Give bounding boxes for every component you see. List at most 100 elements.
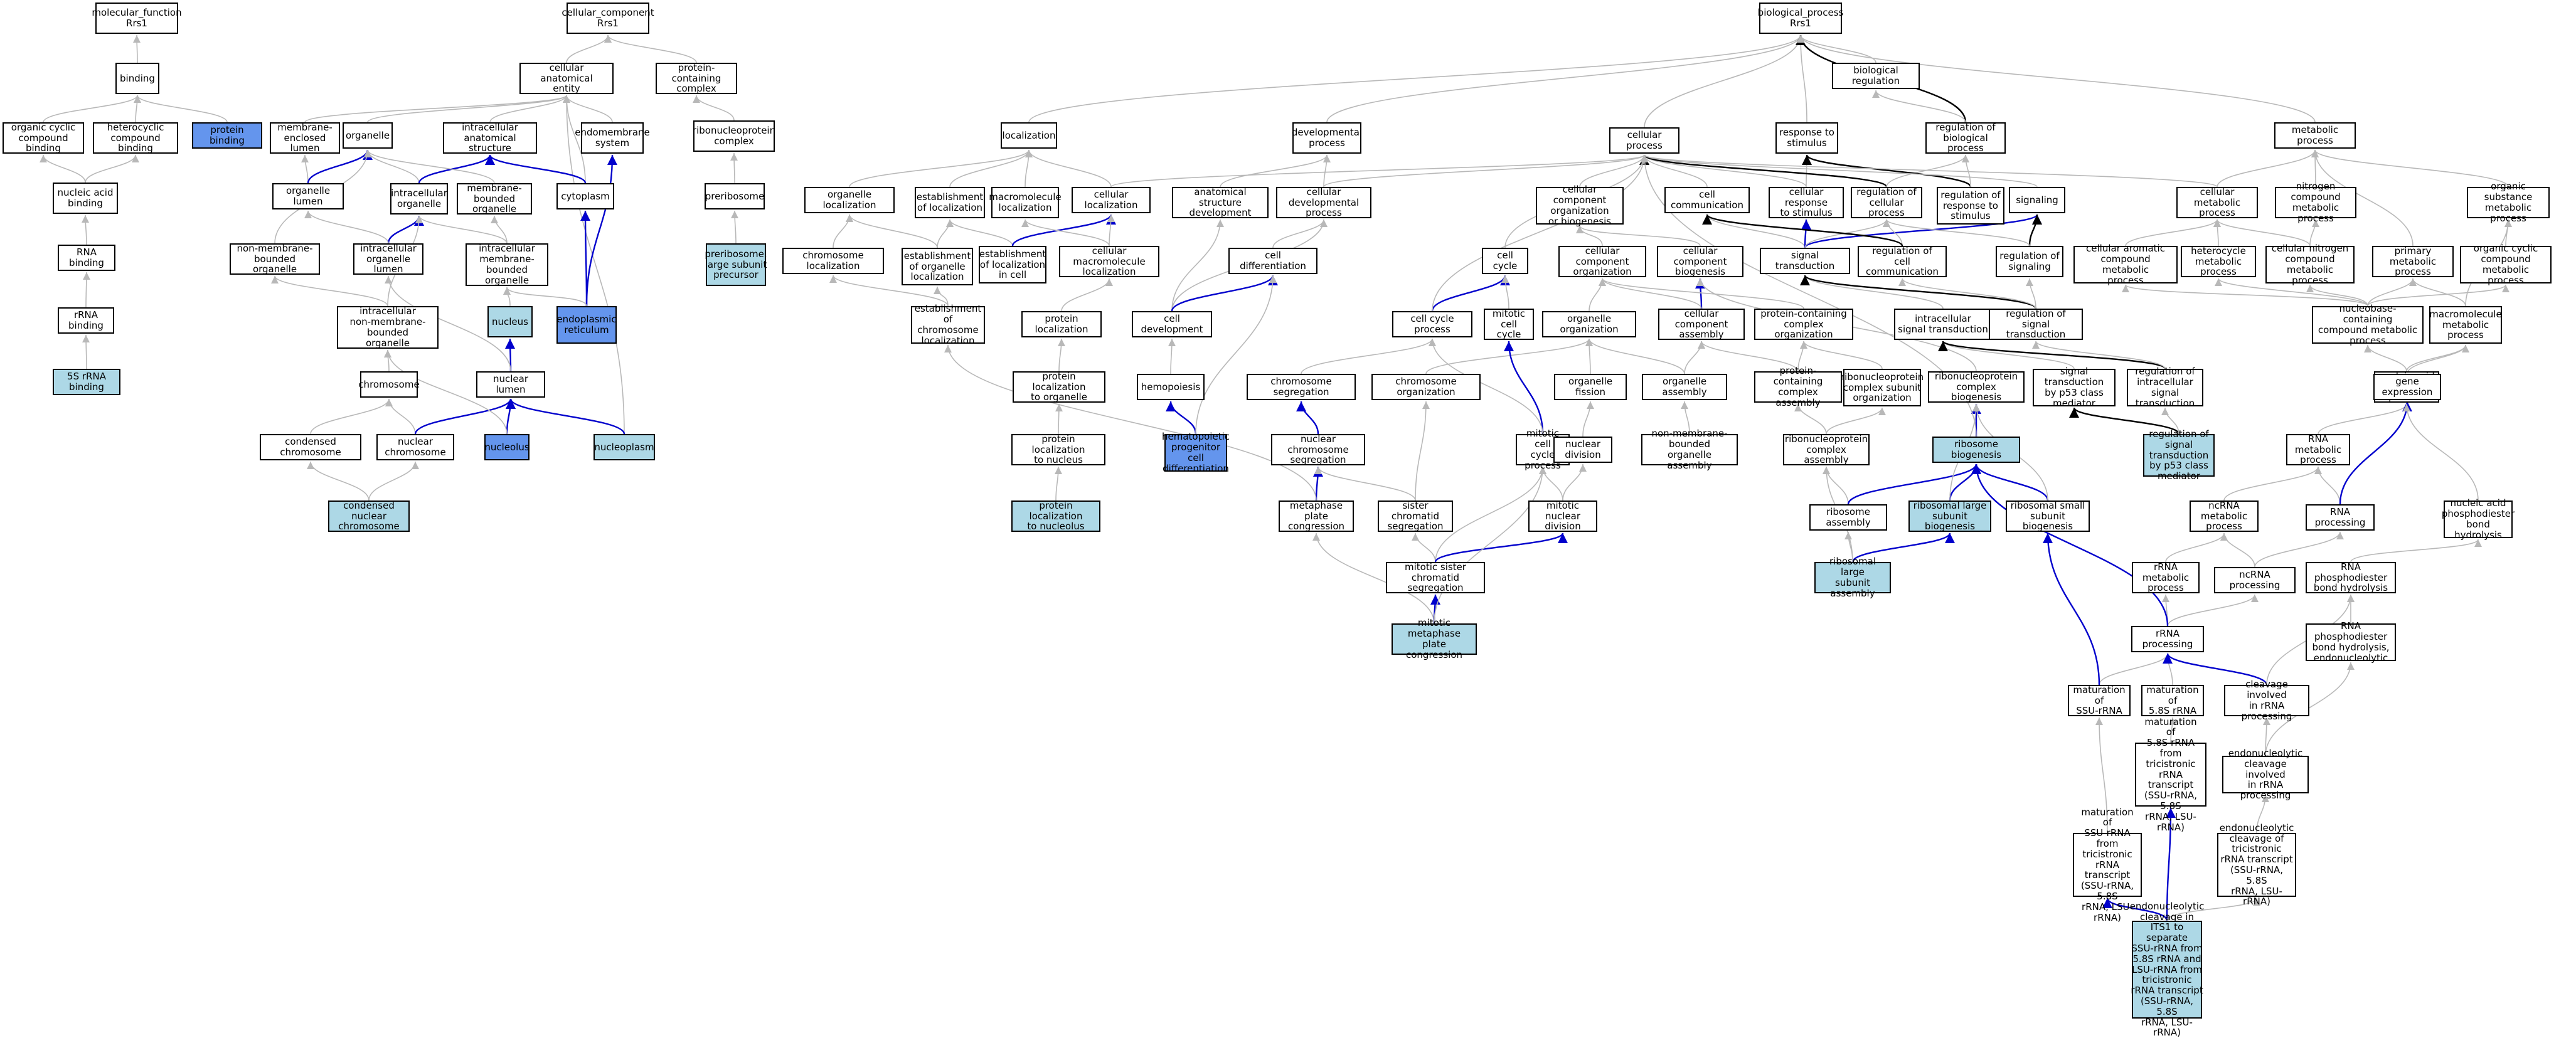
- go-term-rsig[interactable]: regulation of signaling: [1996, 246, 2063, 277]
- go-term-prerib[interactable]: preribosome: [705, 183, 765, 209]
- go-term-m58s[interactable]: maturation of 5.8S rRNA: [2141, 684, 2204, 716]
- go-term-eool[interactable]: establishment of organelle localization: [902, 248, 973, 285]
- go-term-mpc[interactable]: metaphase plate congression: [1279, 500, 1354, 532]
- go-term-inmbo[interactable]: intracellular non-membrane-bounded organ…: [337, 306, 439, 349]
- go-term-io[interactable]: intracellular organelle: [390, 183, 448, 214]
- go-term-cmp[interactable]: cellular metabolic process: [2176, 186, 2258, 218]
- go-term-signaling[interactable]: signaling: [2009, 187, 2065, 213]
- go-term-eolc[interactable]: establishment of localization in cell: [979, 246, 1046, 283]
- go-term-rnapbh[interactable]: RNA phosphodiester bond hydrolysis: [2306, 561, 2396, 593]
- go-term-mel[interactable]: membrane-enclosed lumen: [270, 122, 340, 154]
- go-term-rlsb[interactable]: ribosomal large subunit biogenesis: [1908, 500, 1991, 532]
- go-term-rnapbhe[interactable]: RNA phosphodiester bond hydrolysis, endo…: [2306, 621, 2396, 663]
- go-term-rssb[interactable]: ribosomal small subunit biogenesis: [2006, 500, 2090, 532]
- go-term-orgfis[interactable]: organelle fission: [1554, 374, 1627, 400]
- go-term-pcco[interactable]: protein-containing complex organization: [1754, 308, 1853, 340]
- go-term-org[interactable]: organelle: [343, 122, 393, 149]
- go-term-ecirp[interactable]: endonucleolytic cleavage involved in rRN…: [2222, 748, 2309, 801]
- go-term-ncmp[interactable]: nitrogen compound metabolic process: [2275, 181, 2356, 223]
- go-term-ccp[interactable]: cell cycle process: [1392, 311, 1472, 337]
- go-term-cncmp[interactable]: cellular nitrogen compound metabolic pro…: [2265, 243, 2355, 285]
- go-term-rrts[interactable]: regulation of response to stimulus: [1937, 187, 2004, 225]
- go-term-rnab[interactable]: RNA binding: [58, 245, 115, 271]
- go-term-nucleoplasm[interactable]: nucleoplasm: [593, 434, 655, 460]
- go-term-rcp[interactable]: regulation of cellular process: [1851, 186, 1922, 218]
- go-term-mnd[interactable]: mitotic nuclear division: [1528, 500, 1597, 532]
- go-term-eocl[interactable]: establishment of chromosome localization: [911, 304, 985, 346]
- go-term-occb[interactable]: organic cyclic compound binding: [3, 122, 84, 154]
- go-term-rrnamp[interactable]: rRNA metabolic process: [2132, 561, 2200, 593]
- go-term-nmboa[interactable]: non-membrane-bounded organelle assembly: [1641, 428, 1738, 470]
- go-term-ems[interactable]: endomembrane system: [575, 122, 650, 154]
- go-term-macloc[interactable]: macromolecule localization: [989, 187, 1062, 218]
- go-term-cyto[interactable]: cytoplasm: [556, 183, 614, 209]
- go-term-orgloc[interactable]: organelle localization: [804, 187, 895, 213]
- go-term-st[interactable]: signal transduction: [1760, 248, 1850, 274]
- go-term-ectt[interactable]: endonucleolytic cleavage of tricistronic…: [2217, 822, 2296, 907]
- go-term-cca[interactable]: cellular component assembly: [1658, 308, 1745, 340]
- go-term-celldev[interactable]: cell development: [1132, 311, 1212, 337]
- go-term-mssut[interactable]: maturation of SSU-rRNA from tricistronic…: [2073, 807, 2142, 923]
- go-term-nucleus[interactable]: nucleus: [487, 306, 533, 337]
- go-term-ias[interactable]: intracellular anatomical structure: [443, 122, 537, 154]
- go-term-gexp[interactable]: gene expression: [2373, 374, 2441, 400]
- go-term-pcc[interactable]: protein-containing complex: [656, 62, 737, 94]
- go-term-orgl[interactable]: organelle lumen: [272, 183, 344, 209]
- go-term-cirp[interactable]: cleavage involved in rRNA processing: [2224, 679, 2309, 721]
- go-term-ccb[interactable]: cellular component biogenesis: [1657, 245, 1743, 277]
- go-term-hpcd[interactable]: hematopoietic progenitor cell differenti…: [1162, 431, 1230, 474]
- go-term-nab[interactable]: nucleic acid binding: [53, 183, 118, 214]
- go-term-cacmp[interactable]: cellular aromatic compound metabolic pro…: [2073, 243, 2178, 285]
- go-term-napbh[interactable]: nucleic acid phosphodiester bond hydroly…: [2441, 497, 2515, 541]
- go-term-mscs[interactable]: mitotic sister chromatid segregation: [1386, 561, 1485, 593]
- go-term-rcc[interactable]: regulation of cell communication: [1858, 245, 1947, 277]
- go-term-pl2o[interactable]: protein localization to organelle: [1013, 371, 1105, 403]
- go-term-nucl[interactable]: nuclear lumen: [476, 371, 545, 398]
- go-term-s5[interactable]: 5S rRNA binding: [53, 369, 120, 395]
- go-term-ribobio[interactable]: ribosome biogenesis: [1932, 437, 2020, 463]
- go-term-rnaproc[interactable]: RNA processing: [2306, 504, 2375, 531]
- go-term-cc[interactable]: cellular_component Rrs1: [562, 3, 654, 34]
- go-term-hemo[interactable]: hemopoiesis: [1137, 374, 1205, 400]
- go-term-rbp[interactable]: regulation of biological process: [1925, 122, 2006, 154]
- go-term-rts[interactable]: response to stimulus: [1775, 122, 1838, 154]
- go-term-hcb[interactable]: heterocyclic compound binding: [93, 122, 178, 154]
- go-term-ecits1[interactable]: endonucleolytic cleavage in ITS1 to sepa…: [2129, 900, 2205, 1038]
- go-term-pmp[interactable]: primary metabolic process: [2372, 245, 2454, 277]
- go-term-chrloc[interactable]: chromosome localization: [782, 248, 884, 274]
- go-term-ccob[interactable]: cellular component organization or bioge…: [1536, 184, 1624, 226]
- go-term-nucleolus[interactable]: nucleolus: [484, 434, 530, 460]
- go-term-pcca[interactable]: protein-containing complex assembly: [1754, 366, 1842, 408]
- go-term-hmp[interactable]: heterocycle metabolic process: [2181, 245, 2256, 277]
- go-term-mmp[interactable]: macromolecule metabolic process: [2429, 306, 2502, 344]
- go-term-rnamp[interactable]: RNA metabolic process: [2286, 433, 2350, 465]
- go-term-rrnab[interactable]: rRNA binding: [58, 307, 114, 334]
- go-term-occmp[interactable]: organic cyclic compound metabolic proces…: [2460, 243, 2552, 285]
- go-term-ist[interactable]: intracellular signal transduction: [1894, 309, 1992, 340]
- go-term-rstp53[interactable]: regulation of signal transduction by p53…: [2143, 429, 2215, 482]
- go-term-metp[interactable]: metabolic process: [2274, 122, 2356, 149]
- go-term-m58st[interactable]: maturation of 5.8S rRNA from tricistroni…: [2135, 716, 2206, 832]
- go-term-cellp[interactable]: cellular process: [1609, 127, 1679, 154]
- go-term-stp53[interactable]: signal transduction by p53 class mediato…: [2033, 366, 2116, 408]
- go-term-imbo[interactable]: intracellular membrane-bounded organelle: [466, 243, 548, 286]
- go-term-ndiv[interactable]: nuclear division: [1553, 437, 1612, 463]
- go-term-scs[interactable]: sister chromatid segregation: [1378, 500, 1453, 532]
- go-term-orgasm[interactable]: organelle assembly: [1642, 374, 1727, 400]
- go-term-mbo[interactable]: membrane-bounded organelle: [457, 183, 532, 214]
- go-term-rist[interactable]: regulation of intracellular signal trans…: [2127, 366, 2203, 408]
- go-term-er[interactable]: endoplasmic reticulum: [556, 306, 617, 344]
- go-term-cdp[interactable]: cellular developmental process: [1276, 186, 1371, 218]
- go-term-osmp[interactable]: organic substance metabolic process: [2467, 181, 2550, 223]
- go-term-cae[interactable]: cellular anatomical entity: [519, 62, 614, 94]
- go-term-chrseg[interactable]: chromosome segregation: [1247, 374, 1356, 400]
- go-term-mssu[interactable]: maturation of SSU-rRNA: [2068, 684, 2131, 716]
- go-term-cmloc[interactable]: cellular macromolecule localization: [1059, 245, 1159, 277]
- go-term-breg[interactable]: biological regulation: [1832, 63, 1920, 89]
- go-term-orgorg[interactable]: organelle organization: [1542, 311, 1636, 337]
- go-term-rst[interactable]: regulation of signal transduction: [1989, 308, 2083, 340]
- go-term-cloc[interactable]: cellular localization: [1072, 187, 1151, 213]
- go-term-crts[interactable]: cellular response to stimulus: [1769, 186, 1844, 218]
- go-term-chrom[interactable]: chromosome: [358, 371, 420, 398]
- go-term-cnchrom[interactable]: condensed nuclear chromosome: [328, 500, 410, 532]
